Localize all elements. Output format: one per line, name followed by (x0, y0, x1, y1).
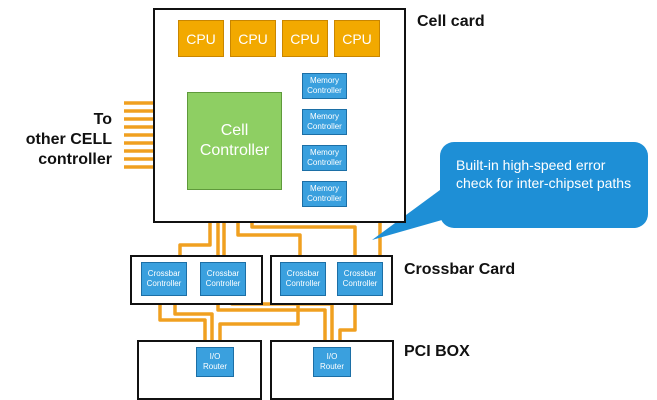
crossbar-controller: Crossbar Controller (200, 262, 246, 296)
memory-controller: Memory Controller (302, 145, 347, 171)
crossbar-card-label: Crossbar Card (404, 261, 516, 278)
pci-box-label: PCI BOX (404, 343, 470, 360)
cell-card-label: Cell card (417, 13, 485, 30)
io-link (216, 300, 327, 347)
io-link (173, 300, 214, 347)
system-architecture-diagram: CPU CPU CPU CPU Cell Controller Memory C… (25, 8, 648, 400)
cpu-chip: CPU (178, 20, 224, 57)
io-link (338, 300, 357, 347)
cpu-chip: CPU (230, 20, 276, 57)
io-link (158, 300, 207, 347)
memory-controller: Memory Controller (302, 109, 347, 135)
cpu-chip: CPU (282, 20, 328, 57)
cell-controller: Cell Controller (187, 92, 282, 190)
io-router: I/O Router (196, 347, 234, 377)
io-router: I/O Router (313, 347, 351, 377)
io-link (218, 300, 300, 347)
to-other-cell-label: To other CELL controller (25, 111, 112, 168)
error-check-callout: Built-in high-speed error check for inte… (440, 142, 648, 228)
crossbar-controller: Crossbar Controller (280, 262, 326, 296)
memory-controller: Memory Controller (302, 73, 347, 99)
crossbar-controller: Crossbar Controller (337, 262, 383, 296)
cpu-chip: CPU (334, 20, 380, 57)
memory-controller: Memory Controller (302, 181, 347, 207)
crossbar-controller: Crossbar Controller (141, 262, 187, 296)
